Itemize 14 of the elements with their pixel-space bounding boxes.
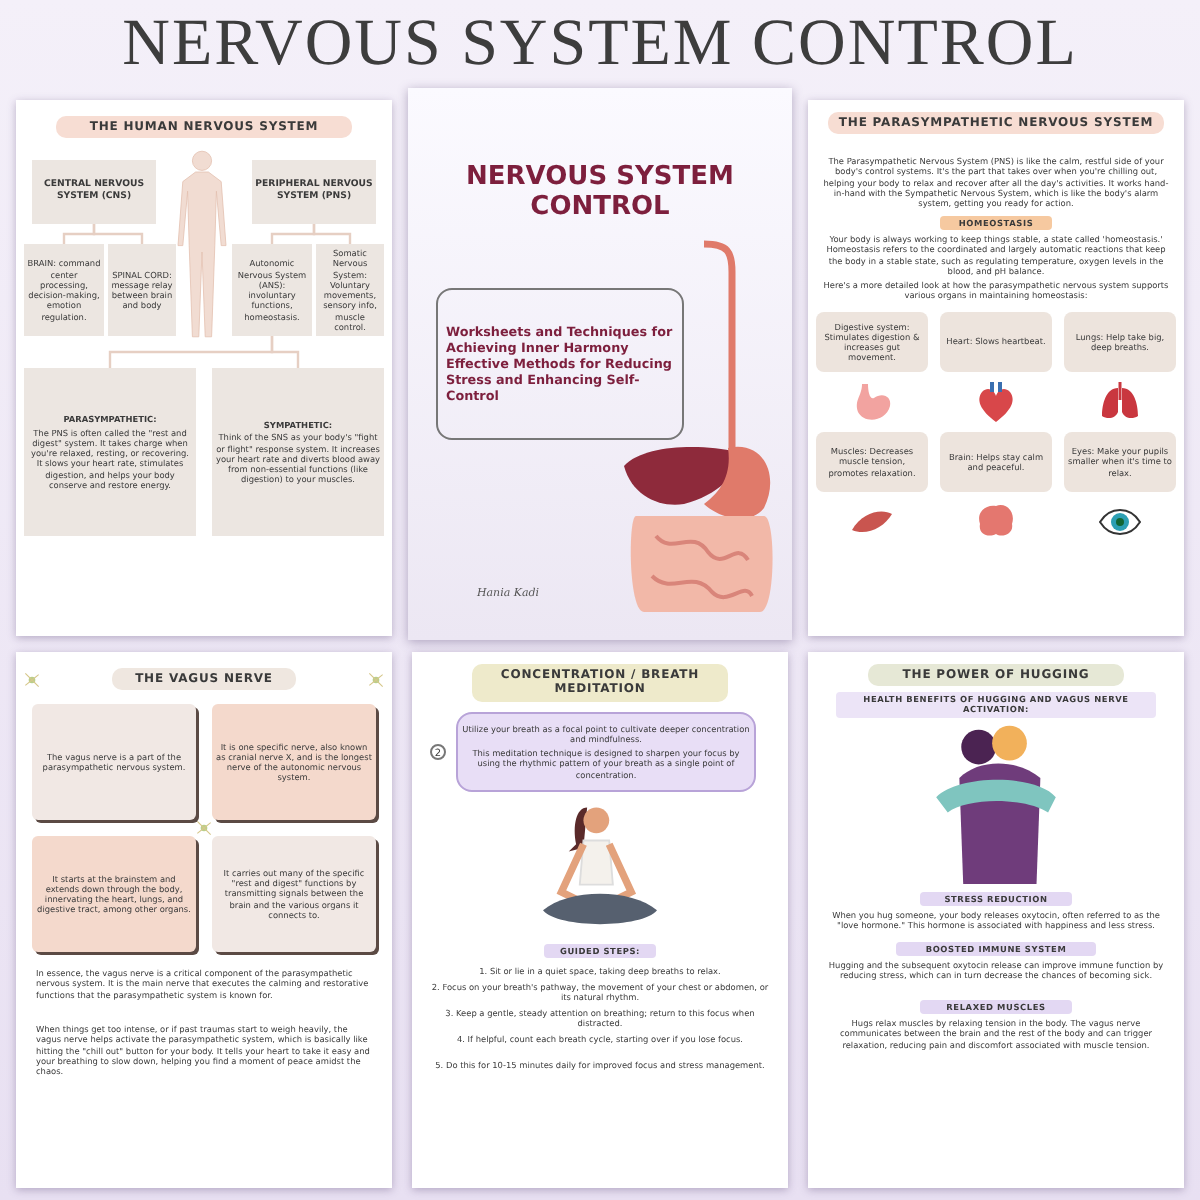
info-box bbox=[456, 712, 756, 792]
connector-line bbox=[270, 336, 300, 368]
info-box bbox=[212, 368, 384, 536]
cover-page bbox=[408, 88, 792, 640]
connector-line bbox=[312, 224, 352, 244]
worksheet-page bbox=[808, 100, 1184, 636]
connector-line bbox=[92, 224, 144, 244]
worksheet-page bbox=[16, 100, 392, 636]
page-title: NERVOUS SYSTEM CONTROL bbox=[120, 12, 1080, 78]
cover-title: NERVOUS SYSTEM CONTROL bbox=[464, 164, 736, 224]
worksheet-page bbox=[16, 652, 392, 1188]
info-box bbox=[24, 368, 196, 536]
worksheet-page bbox=[412, 652, 788, 1188]
worksheet-page bbox=[808, 652, 1184, 1188]
